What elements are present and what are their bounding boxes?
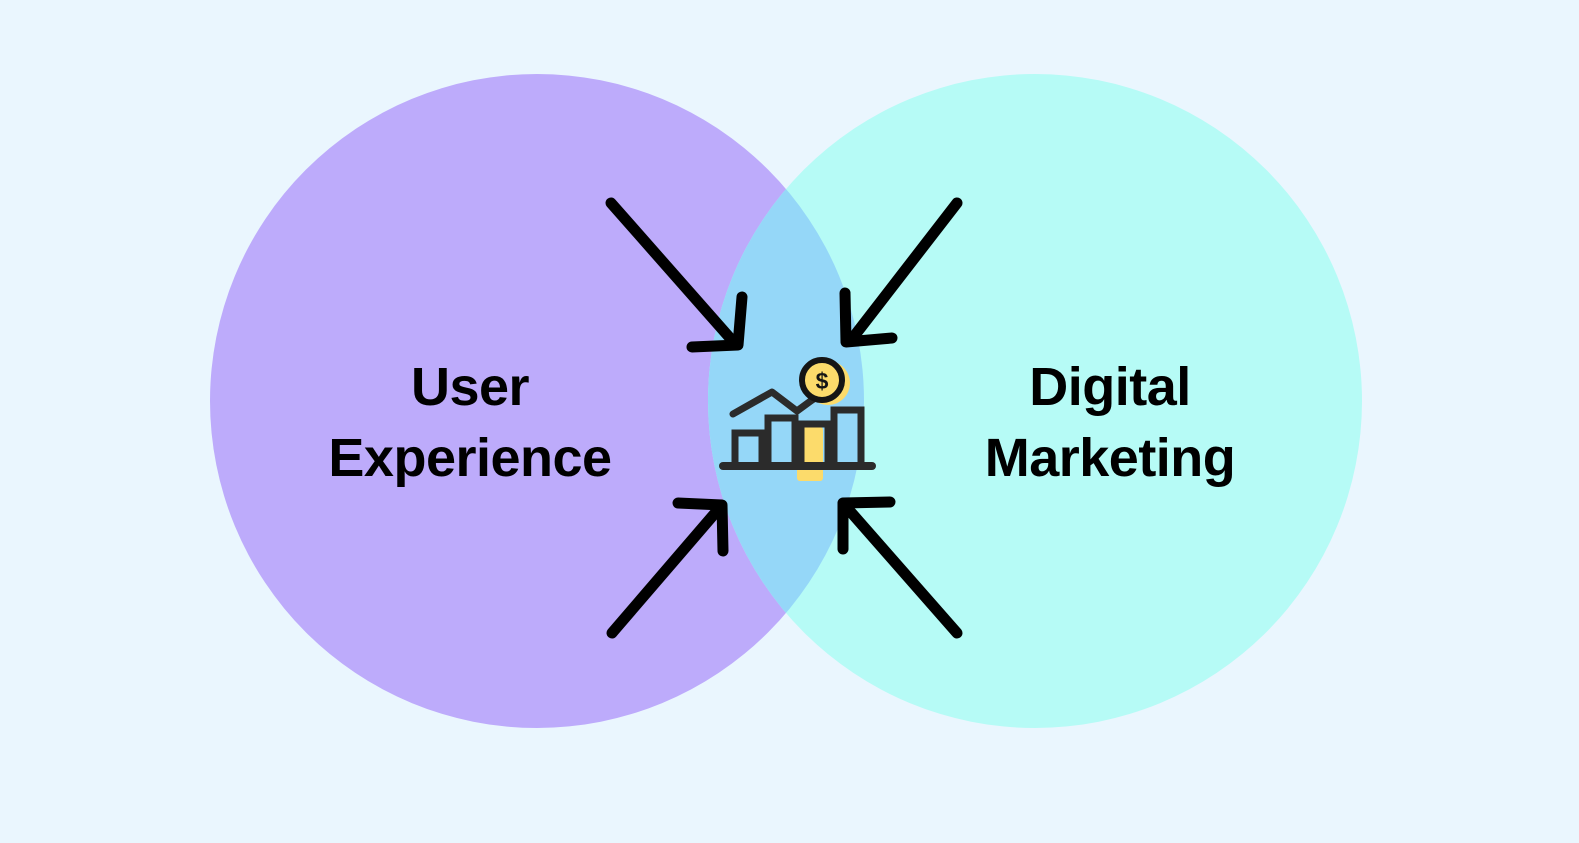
arrow-top-right [839,197,963,348]
arrow-top-left [605,197,748,353]
left-set-circle [210,74,864,728]
right-set-label: Digital Marketing [984,357,1236,489]
dollar-coin [799,357,845,403]
coin-dollar-sign: $ [816,368,829,394]
growth-chart-with-dollar-coin-icon: $ [719,357,876,481]
trend-line [729,388,816,418]
arrow-bottom-right [837,496,963,639]
right-set-circle [708,74,1362,728]
arrow-bottom-left [606,497,729,639]
converging-arrows [605,197,963,639]
left-set-label: User Experience [328,357,612,489]
